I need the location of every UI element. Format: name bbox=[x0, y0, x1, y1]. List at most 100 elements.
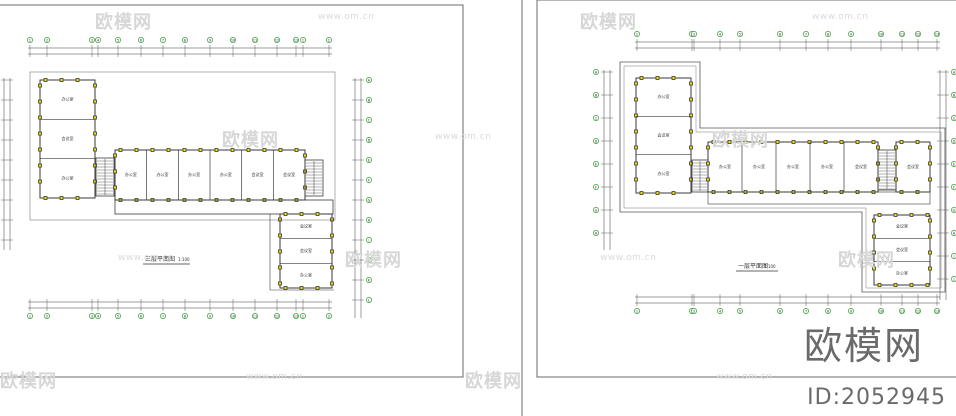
window-mark bbox=[928, 266, 932, 271]
axis-number: 10 bbox=[879, 32, 883, 36]
window-mark bbox=[894, 145, 898, 150]
window-mark bbox=[894, 161, 898, 166]
window-mark bbox=[925, 283, 930, 287]
window-mark bbox=[38, 115, 42, 120]
axis-bubble bbox=[293, 37, 299, 43]
room-label: 会议室 bbox=[283, 171, 295, 177]
axis-bubble bbox=[951, 207, 956, 213]
room-label: 会议室 bbox=[300, 247, 312, 253]
stair-core bbox=[95, 157, 115, 197]
axis-number: 4 bbox=[719, 309, 721, 313]
axis-number: 9 bbox=[209, 38, 211, 42]
axis-bubble bbox=[138, 37, 144, 43]
axis-bubble bbox=[951, 230, 956, 236]
axis-number: 1 bbox=[29, 314, 31, 318]
window-mark bbox=[43, 78, 48, 82]
axis-number: 8 bbox=[184, 38, 186, 42]
axis-number: F bbox=[368, 178, 370, 182]
window-mark bbox=[214, 148, 219, 152]
id-overlay: ID:2052945 bbox=[807, 385, 946, 410]
window-mark bbox=[294, 148, 299, 152]
window-mark bbox=[198, 148, 203, 152]
window-mark bbox=[166, 148, 171, 152]
axis-number: 3 bbox=[693, 32, 695, 36]
room-label: 办公室 bbox=[157, 171, 169, 177]
room-label: 会议室 bbox=[896, 246, 908, 252]
window-mark bbox=[113, 169, 117, 174]
axis-number: E bbox=[368, 158, 370, 162]
room-label: 办公室 bbox=[62, 96, 74, 102]
window-mark bbox=[706, 177, 710, 182]
axis-bubble bbox=[878, 308, 884, 314]
axis-bubble bbox=[300, 37, 306, 43]
axis-number: 7 bbox=[162, 38, 164, 42]
axis-bubble bbox=[899, 31, 905, 37]
window-mark bbox=[330, 281, 334, 286]
window-mark bbox=[150, 148, 155, 152]
axis-bubble bbox=[366, 177, 372, 183]
axis-bubble bbox=[951, 92, 956, 98]
window-mark bbox=[639, 191, 644, 195]
axis-number: J bbox=[368, 258, 370, 262]
window-mark bbox=[330, 233, 334, 238]
axis-number: 5 bbox=[739, 309, 741, 313]
axis-bubble bbox=[366, 297, 372, 303]
axis-number: A bbox=[595, 70, 598, 74]
axis-number: 7 bbox=[805, 309, 807, 313]
window-mark bbox=[634, 81, 638, 86]
axis-number: E bbox=[953, 162, 955, 166]
axis-number: C bbox=[368, 118, 371, 122]
axis-number: B bbox=[368, 98, 371, 102]
axis-number: F bbox=[953, 185, 955, 189]
window-mark bbox=[278, 265, 282, 270]
window-mark bbox=[839, 140, 844, 144]
window-mark bbox=[689, 97, 693, 102]
site-boundary bbox=[619, 61, 946, 293]
window-mark bbox=[855, 140, 860, 144]
axis-bubble bbox=[634, 31, 640, 37]
axis-bubble bbox=[252, 37, 258, 43]
axis-number: 12 bbox=[275, 314, 279, 318]
axis-bubble bbox=[951, 276, 956, 282]
room-label: 会议室 bbox=[896, 223, 908, 229]
axis-bubble bbox=[27, 313, 33, 319]
axis-bubble bbox=[899, 308, 905, 314]
window-mark bbox=[872, 234, 876, 239]
axis-number: G bbox=[595, 208, 598, 212]
axis-bubble bbox=[915, 31, 921, 37]
window-mark bbox=[775, 140, 780, 144]
axis-number: 11 bbox=[900, 32, 904, 36]
window-mark bbox=[93, 115, 97, 120]
window-mark bbox=[639, 76, 644, 80]
window-mark bbox=[330, 249, 334, 254]
window-mark bbox=[925, 213, 930, 217]
window-mark bbox=[909, 213, 914, 217]
axis-bubble bbox=[717, 31, 723, 37]
axis-number: I bbox=[954, 254, 955, 258]
axis-bubble bbox=[366, 117, 372, 123]
window-mark bbox=[634, 129, 638, 134]
axis-number: H bbox=[595, 231, 598, 235]
axis-bubble bbox=[825, 31, 831, 37]
window-mark bbox=[823, 140, 828, 144]
window-mark bbox=[876, 145, 880, 150]
window-mark bbox=[791, 140, 796, 144]
window-mark bbox=[634, 161, 638, 166]
window-mark bbox=[893, 283, 898, 287]
axis-bubble bbox=[848, 308, 854, 314]
window-mark bbox=[113, 153, 117, 158]
room-label: 办公室 bbox=[821, 163, 833, 169]
room-label: 办公室 bbox=[62, 174, 74, 180]
axis-bubble bbox=[593, 184, 599, 190]
window-mark bbox=[671, 191, 676, 195]
window-mark bbox=[871, 140, 876, 144]
room-label: 办公室 bbox=[719, 163, 731, 169]
window-mark bbox=[278, 233, 282, 238]
axis-bubble bbox=[207, 313, 213, 319]
window-mark bbox=[872, 250, 876, 255]
window-mark bbox=[743, 140, 748, 144]
room-label: 办公室 bbox=[220, 171, 232, 177]
room-label: 办公室 bbox=[658, 170, 670, 176]
room-label: 会议室 bbox=[252, 171, 264, 177]
stair-core bbox=[304, 159, 324, 197]
